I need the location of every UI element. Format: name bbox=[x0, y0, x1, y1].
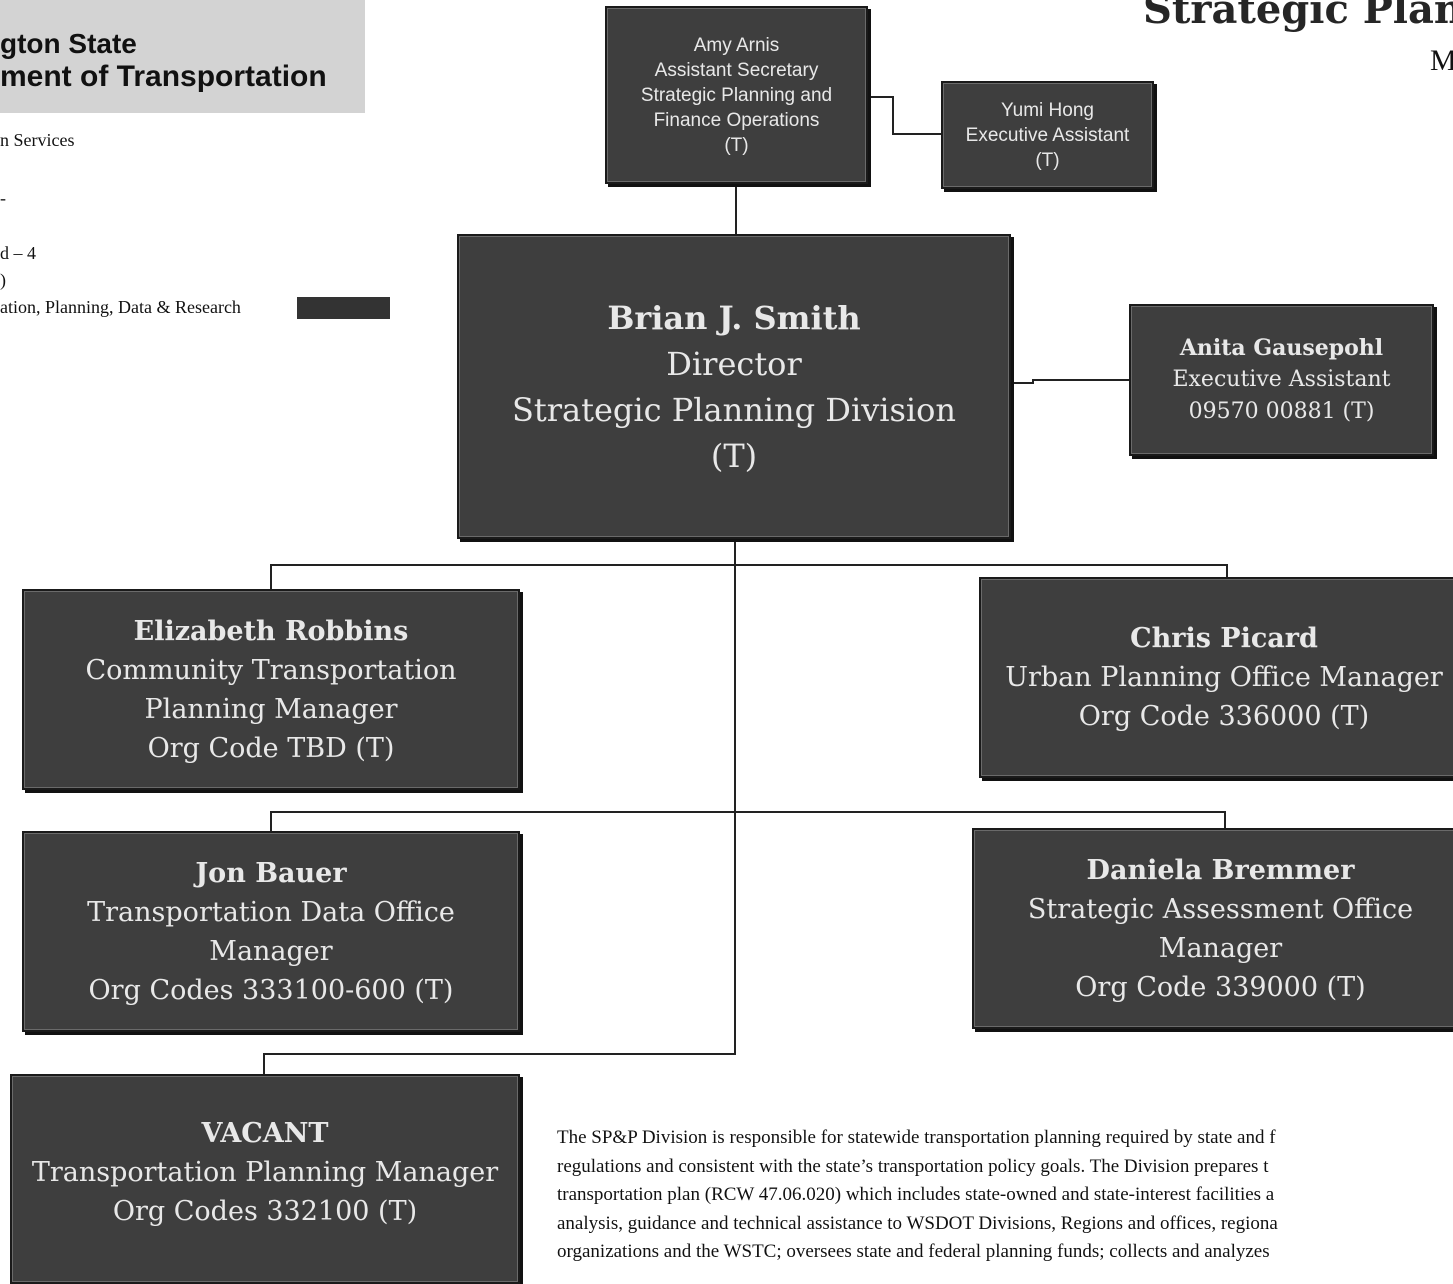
community-line: Org Code TBD (T) bbox=[147, 732, 395, 764]
meta-office: ation, Planning, Data & Research bbox=[0, 297, 241, 317]
assessment-line: Manager bbox=[1158, 932, 1283, 964]
connector-secretary-to-assistant-h1 bbox=[867, 96, 893, 98]
box-executive-assistant-right: Anita Gausepohl Executive Assistant 0957… bbox=[1129, 304, 1434, 456]
urban-line: Org Code 336000 (T) bbox=[1078, 701, 1370, 732]
box-strategic-assessment: Daniela Bremmer Strategic Assessment Off… bbox=[972, 828, 1453, 1029]
data-office-line: Transportation Data Office bbox=[87, 896, 455, 928]
connector-director-to-assistant-h1 bbox=[1010, 382, 1034, 384]
exec-asst-top-line: Executive Assistant bbox=[965, 124, 1130, 146]
box-vacant-planning: VACANT Transportation Planning Manager O… bbox=[10, 1074, 520, 1284]
connector-secretary-to-director bbox=[735, 183, 737, 236]
connector-secretary-to-assistant-v bbox=[892, 96, 894, 135]
connector-row3-v bbox=[263, 1053, 265, 1075]
asst-secretary-line: (T) bbox=[724, 134, 749, 156]
description-line: analysis, guidance and technical assista… bbox=[557, 1212, 1278, 1234]
director-line: Director bbox=[666, 344, 802, 383]
box-executive-assistant-top: Yumi Hong Executive Assistant (T) bbox=[941, 81, 1154, 189]
box-director: Brian J. Smith Director Strategic Planni… bbox=[457, 234, 1011, 539]
redaction-bar bbox=[297, 297, 390, 319]
data-office-name: Jon Bauer bbox=[195, 857, 347, 889]
page-title: Strategic Plann bbox=[1143, 0, 1453, 33]
box-assistant-secretary: Amy Arnis Assistant Secretary Strategic … bbox=[605, 6, 868, 184]
description-line: transportation plan (RCW 47.06.020) whic… bbox=[557, 1184, 1275, 1205]
asst-secretary-name: Amy Arnis bbox=[693, 34, 780, 56]
connector-trunk bbox=[734, 538, 736, 1055]
description-line: organizations and the WSTC; oversees sta… bbox=[557, 1241, 1270, 1262]
data-office-line: Org Codes 333100-600 (T) bbox=[88, 974, 454, 1006]
vacant-name: VACANT bbox=[201, 1118, 329, 1149]
director-line: (T) bbox=[710, 436, 758, 475]
box-urban-planning: Chris Picard Urban Planning Office Manag… bbox=[979, 577, 1453, 778]
meta-services: n Services bbox=[0, 130, 75, 150]
division-description: The SP&P Division is responsible for sta… bbox=[557, 1124, 1453, 1267]
page-subtitle: M bbox=[1430, 44, 1453, 77]
director-name: Brian J. Smith bbox=[607, 298, 861, 337]
community-line: Planning Manager bbox=[144, 693, 398, 725]
connector-row2-h bbox=[270, 811, 1226, 813]
agency-name-line1: gton State bbox=[0, 28, 137, 59]
community-line: Community Transportation bbox=[85, 654, 457, 686]
asst-secretary-line: Strategic Planning and bbox=[640, 84, 833, 106]
exec-asst-right-codes: 09570 00881 (T) bbox=[1189, 396, 1375, 428]
exec-asst-right-name: Anita Gausepohl bbox=[1179, 335, 1384, 361]
connector-row2-right-v bbox=[1224, 811, 1226, 829]
agency-name-line2: ment of Transportation bbox=[0, 60, 327, 93]
box-community-transportation: Elizabeth Robbins Community Transportati… bbox=[22, 589, 520, 790]
assessment-line: Org Code 339000 (T) bbox=[1075, 971, 1366, 1003]
exec-asst-top-name: Yumi Hong bbox=[1001, 99, 1094, 121]
connector-row1-right-v bbox=[1226, 564, 1228, 578]
exec-asst-right-code1: 09570 bbox=[1188, 399, 1259, 424]
description-line: regulations and consistent with the stat… bbox=[557, 1155, 1269, 1177]
connector-row1-left-v bbox=[270, 564, 272, 590]
urban-line: Urban Planning Office Manager bbox=[1005, 662, 1443, 693]
urban-name: Chris Picard bbox=[1130, 623, 1318, 654]
connector-row1-h bbox=[270, 564, 1228, 566]
assessment-name: Daniela Bremmer bbox=[1086, 854, 1355, 886]
meta-paren: ) bbox=[0, 270, 6, 290]
director-line: Strategic Planning Division bbox=[511, 390, 957, 429]
meta-dash: - bbox=[0, 188, 6, 208]
connector-row3-h bbox=[263, 1053, 736, 1055]
exec-asst-top-line: (T) bbox=[1035, 149, 1060, 171]
exec-asst-right-title: Executive Assistant bbox=[1172, 367, 1391, 392]
exec-asst-right-code2: 00881 (T) bbox=[1265, 399, 1375, 424]
assessment-line: Strategic Assessment Office bbox=[1027, 893, 1414, 925]
data-office-line: Manager bbox=[209, 935, 333, 967]
box-transportation-data: Jon Bauer Transportation Data Office Man… bbox=[22, 831, 520, 1032]
community-name: Elizabeth Robbins bbox=[133, 615, 409, 647]
connector-secretary-to-assistant-h2 bbox=[892, 133, 943, 135]
connector-row2-left-v bbox=[270, 811, 272, 832]
connector-director-to-assistant-v bbox=[1032, 380, 1034, 384]
asst-secretary-line: Finance Operations bbox=[653, 109, 820, 131]
agency-logo: gton State ment of Transportation bbox=[0, 0, 365, 113]
description-line: The SP&P Division is responsible for sta… bbox=[557, 1127, 1276, 1148]
meta-grade: d – 4 bbox=[0, 243, 36, 263]
connector-director-to-assistant-h2 bbox=[1032, 379, 1130, 381]
vacant-line: Transportation Planning Manager bbox=[31, 1157, 499, 1188]
asst-secretary-line: Assistant Secretary bbox=[654, 59, 819, 81]
vacant-line: Org Codes 332100 (T) bbox=[112, 1196, 418, 1227]
